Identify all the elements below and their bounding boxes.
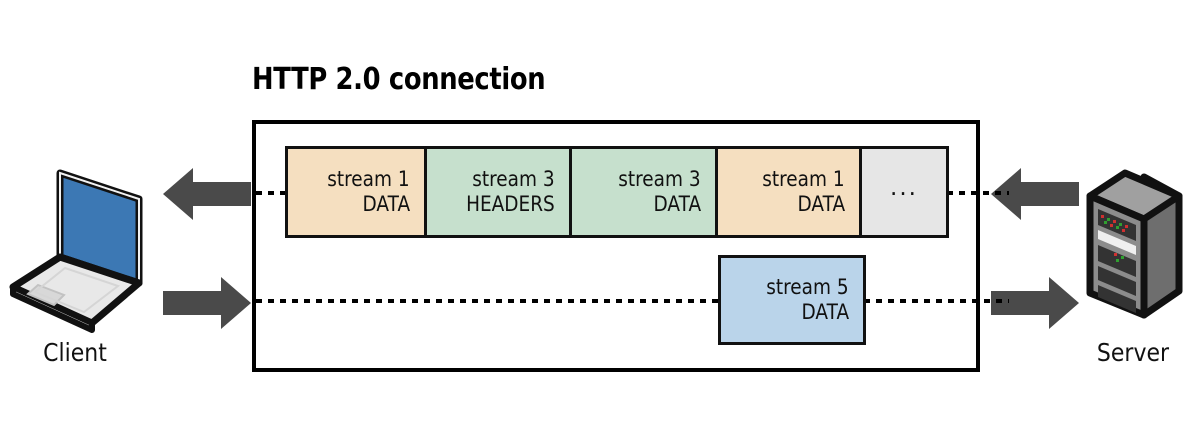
dotted-flow-line-top-right [947,191,1009,195]
arrow-left-icon [163,168,251,220]
dotted-flow-line-bottom-left [256,299,720,303]
frame-stream-label: stream 1 [327,167,410,192]
frame-box: stream 1 DATA [715,146,862,238]
frame-type-label: DATA [653,192,701,216]
server-label: Server [1096,338,1170,367]
frame-box-ellipsis: ... [859,146,949,238]
frame-stream-label: stream 3 [618,167,701,192]
laptop-icon [8,165,154,342]
frame-stream-label: stream 3 [472,167,555,192]
frame-type-label: HEADERS [466,192,555,216]
page-title: HTTP 2.0 connection [252,62,546,97]
client-label: Client [43,338,107,367]
frame-box: stream 3 DATA [569,146,718,238]
frame-box: stream 1 DATA [285,146,427,238]
arrow-right-icon [991,277,1079,329]
frame-strip-inbound: stream 1 DATA stream 3 HEADERS stream 3 … [285,146,949,238]
frame-type-label: DATA [362,192,410,216]
ellipsis-label: ... [890,174,918,201]
dotted-flow-line-top-left [256,191,288,195]
frame-box-outbound: stream 5 DATA [718,255,866,345]
frame-box: stream 3 HEADERS [424,146,572,238]
frame-stream-label: stream 5 [766,275,849,300]
frame-type-label: DATA [801,300,849,324]
arrow-left-icon [991,168,1079,220]
server-tower-icon [1078,163,1186,336]
arrow-right-icon [163,277,251,329]
dotted-flow-line-bottom-right [864,299,1009,303]
frame-stream-label: stream 1 [762,167,845,192]
frame-type-label: DATA [797,192,845,216]
